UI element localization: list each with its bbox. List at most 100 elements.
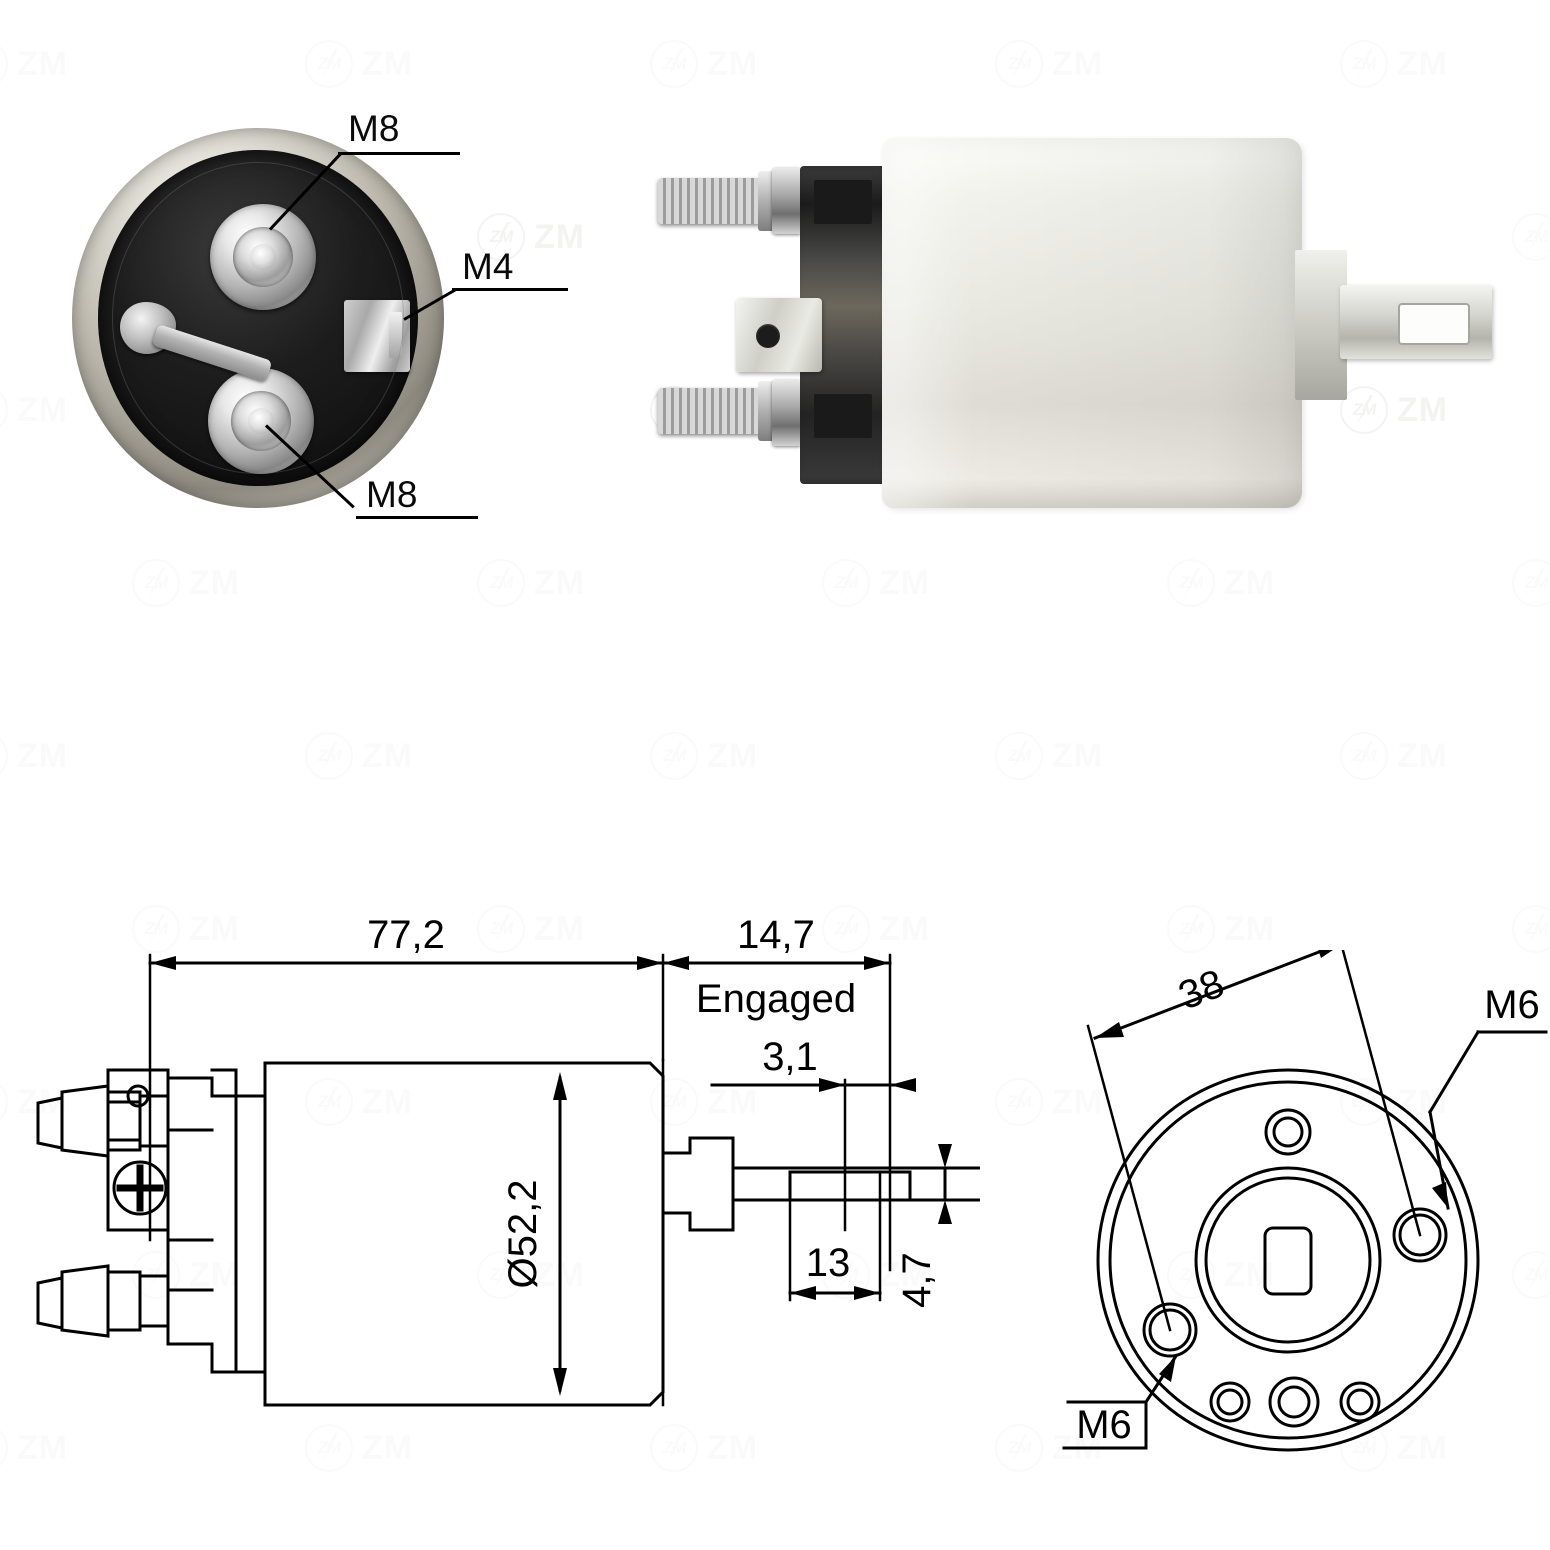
weld-blob	[120, 302, 176, 354]
terminal-washer-bottom	[772, 380, 802, 446]
bottom-hole-right-inner	[1346, 1388, 1374, 1416]
m6-top-arrow	[1432, 1182, 1448, 1208]
dim-label-13: 13	[806, 1241, 851, 1285]
m6-top-leader-diag	[1427, 1029, 1481, 1115]
zm-watermark-text: ZM	[362, 737, 414, 775]
zm-watermark-text: ZM	[534, 218, 586, 256]
dim-label-bolt-circle: 38	[1173, 961, 1230, 1018]
zm-badge-text: ZM	[1524, 227, 1549, 246]
center-boss-inner	[1204, 1176, 1372, 1344]
zm-badge-text: ZM	[317, 746, 342, 765]
zm-badge-icon: ZM	[0, 40, 8, 88]
arrow-up-47	[938, 1144, 952, 1168]
zm-badge-text: ZM	[834, 573, 859, 592]
zm-badge-text: ZM	[1007, 54, 1032, 73]
zm-watermark: ZM ZM	[305, 732, 413, 780]
bottom-hole-right-outer	[1339, 1381, 1381, 1423]
dim-label-47: 4,7	[895, 1252, 939, 1308]
bottom-hole-left-inner	[1216, 1388, 1244, 1416]
zm-badge-icon: ZM	[1167, 559, 1215, 607]
dim-label-gap: 3,1	[762, 1035, 818, 1079]
zm-badge-text: ZM	[489, 227, 514, 246]
zm-badge-text: ZM	[1179, 573, 1204, 592]
center-square-aperture	[1263, 1226, 1313, 1296]
contact-housing	[166, 1076, 238, 1374]
arrow-down-47	[938, 1200, 952, 1224]
arrow-right-77	[637, 956, 663, 970]
solenoid-face-plate	[98, 150, 418, 486]
m6-bottom-arrow	[1159, 1356, 1176, 1382]
solenoid-front-face-photo	[72, 128, 444, 508]
bottom-hole-center-outer	[1268, 1376, 1320, 1428]
end-view-drawing: 38 M6 M6	[1030, 950, 1550, 1520]
fork-slot	[788, 1170, 912, 1202]
zm-badge-icon: ZM	[650, 40, 698, 88]
zm-badge-text: ZM	[1352, 54, 1377, 73]
ext-line-38-left	[1086, 1024, 1172, 1332]
zm-watermark-text: ZM	[1052, 45, 1104, 83]
zm-watermark-text: ZM	[1224, 910, 1276, 948]
zm-watermark-text: ZM	[17, 737, 69, 775]
bottom-hole-center-inner	[1277, 1385, 1311, 1419]
locating-hole-top-inner	[1272, 1116, 1304, 1148]
mounting-bracket-tab	[736, 298, 822, 372]
mounting-hole-left-outer	[1142, 1302, 1198, 1358]
callout-m8-top: M8	[348, 108, 400, 149]
stud-nut-bottom	[60, 1264, 110, 1338]
arrow-down-diam	[553, 1368, 567, 1396]
zm-badge-icon: ZM	[477, 559, 525, 607]
stud-washer-bottom	[106, 1270, 142, 1332]
stud-thread-top	[36, 1096, 64, 1150]
zm-watermark: ZM ZM	[1340, 732, 1448, 780]
zm-badge-icon: ZM	[995, 40, 1043, 88]
zm-watermark: ZM ZM	[995, 40, 1103, 88]
stud-thread-bottom	[36, 1276, 64, 1330]
stud-nut-top	[60, 1084, 110, 1158]
zm-badge-icon: ZM	[1512, 559, 1550, 607]
zm-badge-icon: ZM	[1340, 732, 1388, 780]
arrow-right-147	[864, 956, 890, 970]
dim-label-overall-length: 77,2	[367, 913, 445, 957]
zm-badge-text: ZM	[1352, 746, 1377, 765]
zm-badge-icon: ZM	[1340, 40, 1388, 88]
ext-line-38-right	[1341, 950, 1422, 1237]
arrow-right-13	[854, 1286, 880, 1300]
zm-badge-icon: ZM	[995, 732, 1043, 780]
zm-badge-text: ZM	[144, 573, 169, 592]
zm-watermark-text: ZM	[17, 391, 69, 429]
m4-leader-underline	[452, 288, 568, 291]
zm-badge-icon: ZM	[1167, 905, 1215, 953]
flange-inner-circle	[1108, 1080, 1468, 1440]
zm-badge-text: ZM	[1179, 919, 1204, 938]
zm-watermark-text: ZM	[534, 564, 586, 602]
arrow-38-right	[1318, 950, 1333, 958]
callout-m4: M4	[462, 246, 514, 287]
arrow-38-left	[1095, 1022, 1124, 1038]
flange-outer-circle	[1096, 1068, 1480, 1452]
zm-watermark-text: ZM	[1397, 737, 1449, 775]
m4-spade-terminal	[344, 300, 410, 372]
side-elevation-drawing: 77,2 14,7 Engaged 3,1 Ø52,2 13 4,7	[0, 900, 980, 1520]
zm-badge-text: ZM	[317, 54, 342, 73]
label-m6-bottom: M6	[1076, 1403, 1132, 1447]
terminal-washer-top	[772, 168, 802, 234]
center-boss-outer	[1194, 1166, 1382, 1354]
zm-badge-text: ZM	[1007, 746, 1032, 765]
dim-label-engaged: Engaged	[696, 977, 856, 1021]
arrow-left-13	[790, 1286, 816, 1300]
solenoid-housing-rim	[72, 128, 444, 508]
plunger-shoulder-outline	[661, 1136, 735, 1232]
body-outline	[263, 1061, 665, 1407]
plunger-fork	[1340, 285, 1492, 359]
zm-badge-icon: ZM	[1512, 905, 1550, 953]
body-step	[234, 1094, 267, 1374]
